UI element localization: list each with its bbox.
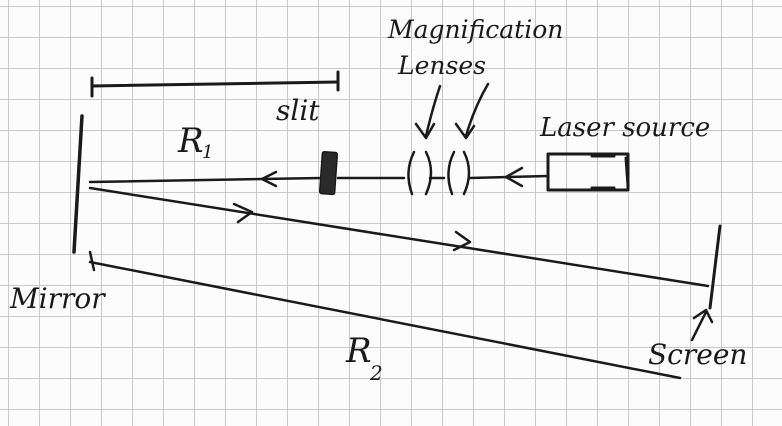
screen-label: Screen: [648, 338, 747, 371]
laser-source-box: [546, 152, 630, 192]
lens-pointer-arrows: [414, 82, 490, 140]
r2-bracket: [88, 250, 682, 380]
laser-source-label: Laser source: [539, 113, 710, 143]
beam-arrow-left-1: [260, 170, 278, 188]
beam-arrow-right-1: [232, 202, 254, 224]
mirror-label: Mirror: [9, 282, 106, 315]
lens-2-right: [462, 150, 471, 196]
beam-arrow-right-2: [452, 230, 472, 252]
reflected-beam: [88, 186, 710, 288]
mirror-line: [72, 114, 84, 254]
r2-label-letter: R: [345, 331, 372, 371]
lens-2-left: [447, 150, 456, 196]
r1-bracket: [90, 70, 340, 98]
magnification-label-line2: Lenses: [397, 51, 486, 80]
screen-line: [708, 224, 722, 310]
r1-label: R 1: [177, 121, 213, 163]
lens-1-right: [424, 150, 433, 196]
slit-label: slit: [276, 94, 320, 127]
lens-1-left: [407, 150, 416, 196]
magnification-lenses: [407, 150, 471, 196]
slit-element: [318, 150, 339, 196]
r1-label-letter: R: [177, 121, 204, 161]
magnification-label-line1: Magnification: [387, 15, 563, 44]
beam-arrow-left-2: [504, 166, 524, 188]
screen-pointer-arrowhead: [692, 308, 714, 324]
screen-pointer-arrow: [690, 310, 708, 342]
r2-label: R 2: [345, 331, 383, 385]
r2-label-subscript: 2: [369, 361, 383, 385]
r1-label-subscript: 1: [202, 142, 213, 163]
incoming-beam: [88, 166, 550, 188]
